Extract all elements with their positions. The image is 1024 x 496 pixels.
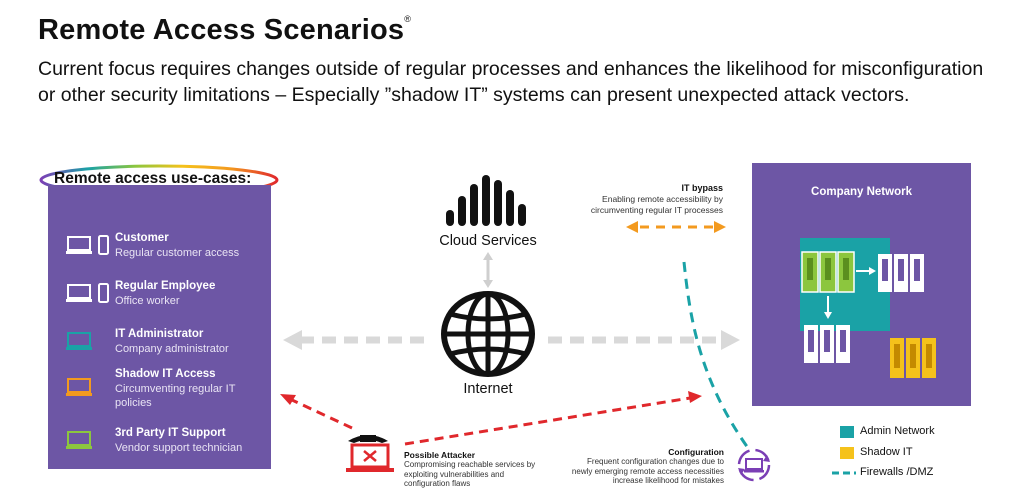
attacker-title: Possible Attacker (404, 450, 476, 460)
it-bypass-title: IT bypass (681, 183, 723, 193)
legend-label-shadow-it: Shadow IT (860, 446, 913, 458)
use-case-desc: Regular customer access (115, 247, 240, 259)
use-cases-panel: Customer Regular customer access Regular… (48, 185, 271, 469)
use-case-desc: Office worker (115, 295, 180, 307)
admin-server-group (801, 251, 855, 293)
internet-to-company-arrow (548, 330, 740, 350)
page-subtitle: Current focus requires changes outside o… (38, 58, 984, 106)
title-text: Remote Access Scenarios (38, 14, 405, 46)
company-network-title: Company Network (811, 186, 912, 198)
use-case-shadow-it: Shadow IT Access Circumventing regular I… (48, 368, 271, 412)
config-cycle-icon (737, 448, 771, 482)
attacker-desc: Compromising reachable services by explo… (404, 460, 536, 488)
use-case-title: 3rd Party IT Support (115, 427, 226, 439)
use-case-title: Shadow IT Access (115, 368, 216, 380)
server-group-top-right (878, 254, 924, 292)
attack-line-right (404, 391, 702, 446)
cloud-icon (446, 175, 526, 226)
use-case-desc: Circumventing regular IT policies (115, 383, 236, 409)
it-bypass-arrow (626, 221, 726, 233)
legend-swatch-admin (840, 426, 854, 438)
use-case-customer: Customer Regular customer access (48, 232, 271, 276)
cloud-internet-arrow (483, 252, 493, 288)
use-case-regular-employee: Regular Employee Office worker (48, 280, 271, 324)
shadow-it-servers (890, 338, 936, 378)
legend-label-admin: Admin Network (860, 425, 935, 437)
globe-icon (441, 291, 535, 377)
title-mark: ® (404, 14, 412, 24)
configuration-title: Configuration (668, 447, 724, 457)
configuration-desc: Frequent configuration changes due to ne… (571, 457, 724, 485)
legend-label-firewall: Firewalls /DMZ (860, 466, 934, 478)
server-group-bottom (804, 325, 850, 363)
internet-to-users-arrow (283, 330, 432, 350)
use-case-desc: Company administrator (115, 343, 229, 355)
use-case-title: Regular Employee (115, 280, 216, 292)
network-servers-diagram (800, 238, 936, 378)
use-case-desc: Vendor support technician (115, 442, 243, 454)
attacker-icon (346, 435, 394, 472)
firewall-dmz-line (682, 261, 750, 449)
laptop-phone-icon (66, 235, 109, 255)
internet-label: Internet (463, 381, 513, 397)
page-title: Remote Access Scenarios® (38, 14, 411, 47)
cloud-services-label: Cloud Services (439, 233, 537, 249)
laptop-icon (66, 431, 92, 449)
legend-swatch-shadow-it (840, 447, 854, 459)
use-case-third-party-support: 3rd Party IT Support Vendor support tech… (48, 427, 271, 471)
use-case-title: Customer (115, 232, 169, 244)
legend-swatch-firewall (832, 471, 856, 475)
use-case-title: IT Administrator (115, 328, 204, 340)
company-network-panel: Company Network (752, 163, 971, 406)
use-cases-heading: Remote access use-cases: (54, 170, 252, 187)
attack-line-left (280, 394, 353, 430)
laptop-icon (66, 378, 92, 396)
it-bypass-desc: Enabling remote accessibility by circumv… (590, 194, 723, 215)
use-case-it-administrator: IT Administrator Company administrator (48, 328, 271, 372)
laptop-icon (66, 332, 92, 350)
laptop-phone-icon (66, 283, 109, 303)
